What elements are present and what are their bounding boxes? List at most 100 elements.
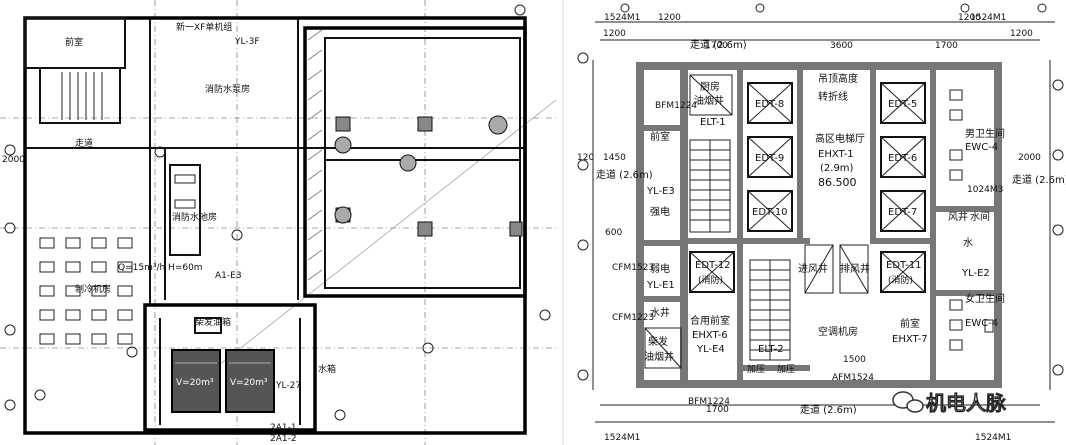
- hatch-strip: [307, 29, 323, 281]
- door-afm1524: AFM1524: [832, 373, 874, 383]
- women-code: EWC-4: [965, 318, 998, 329]
- shared-code: EHXT-6: [692, 330, 728, 341]
- fire-elev-left: EDT-12: [695, 260, 731, 271]
- anteroom-right-code: EHXT-7: [892, 334, 928, 345]
- weak-code: YL-E1: [646, 280, 675, 291]
- stair-2-label: ELT-2: [758, 344, 784, 355]
- label-corridor: 走道: [75, 137, 93, 149]
- water-room: 水间: [970, 210, 990, 223]
- dim-600: 600: [605, 228, 622, 238]
- anteroom-right: 前室: [900, 317, 920, 330]
- stair-symbol: [61, 72, 103, 120]
- label-anteroom: 前室: [65, 36, 83, 48]
- watermark: 机电人脉: [892, 391, 1007, 415]
- fire-elev-right: EDT-11: [886, 260, 922, 271]
- elevator-shafts-left: [747, 82, 793, 232]
- door-1024m3: 1024M3: [967, 185, 1003, 195]
- axis-bubbles-right: [577, 3, 1064, 381]
- label-pump-room: 消防水泵房: [205, 83, 250, 95]
- right-floor-plan: 1524M1 1200 3600 1200 1524M1 1524M1 1524…: [570, 0, 1066, 445]
- ceiling-note-1: 吊顶高度: [818, 72, 858, 85]
- yl-e2: YL-E2: [961, 268, 990, 279]
- dim-side-3: 1200: [1010, 29, 1033, 39]
- shared-yl: YL-E4: [696, 344, 725, 355]
- label-fan: 新一XF单机组: [176, 21, 232, 33]
- elevator-10: EDT-10: [752, 207, 788, 218]
- door-bfm1224-a: BFM1224: [655, 101, 697, 111]
- label-tag-b: A1-E3: [215, 271, 242, 281]
- pressurize-2: 加压: [777, 364, 795, 375]
- gen-flue-2: 油烟井: [644, 350, 674, 363]
- air-exhaust: 排风井: [840, 262, 870, 275]
- dim-side-0: 1200: [603, 29, 626, 39]
- dim-1500: 1500: [843, 355, 866, 365]
- left-floor-plan: 前室 消防水泵房 走道 制冷机房 消防水池房 柴发油箱 水箱 新一XF单机组 Y…: [0, 0, 557, 445]
- elevator-6: EDT-6: [888, 153, 917, 164]
- stair-1-label: ELT-1: [700, 117, 726, 128]
- dim-side-2: 1700: [935, 41, 958, 51]
- shared-anteroom: 合用前室: [690, 314, 730, 327]
- pressurize-1: 加压: [747, 364, 765, 375]
- weak-elec: 弱电: [650, 262, 670, 275]
- elevator-8: EDT-8: [755, 99, 784, 110]
- dim-top-2: 3600: [830, 41, 853, 51]
- dim-top-3: 1200: [958, 13, 981, 23]
- anteroom-left: 前室: [650, 130, 670, 143]
- chiller-units: [39, 237, 133, 345]
- hall-code: EHXT-1: [818, 149, 854, 160]
- dim-1700: 1700: [706, 405, 729, 415]
- restroom-fixtures: [949, 89, 994, 351]
- kitchen-shaft-2: 油烟井: [694, 94, 724, 107]
- water-well: 水井: [650, 306, 670, 319]
- dim-1450: 1450: [603, 153, 626, 163]
- dim-bottom-left: 1524M1: [604, 433, 640, 443]
- watermark-text: 机电人脉: [926, 391, 1007, 415]
- yl-e3: YL-E3: [646, 186, 675, 197]
- wind-shaft: 风井: [948, 210, 968, 223]
- women-wc: 女卫生间: [965, 292, 1005, 305]
- hall-name: 高区电梯厅: [815, 132, 865, 145]
- label-tag-e: 2A1-2: [270, 434, 297, 444]
- elevator-7: EDT-7: [888, 207, 917, 218]
- stair-2: [749, 259, 791, 361]
- hall-height: (2.9m): [820, 163, 854, 174]
- elevator-shafts-right: [880, 82, 926, 232]
- dim-side-1: 1700: [705, 41, 728, 51]
- label-tank-v1: V=20m³: [176, 378, 214, 388]
- water-tanks: [171, 349, 275, 413]
- corridor-bottom: 走道 (2.6m): [800, 403, 857, 416]
- corridor-left: 走道 (2.6m): [596, 168, 653, 181]
- fire-elev-right-note: (消防): [888, 274, 913, 286]
- label-tag-c: YL-27: [275, 381, 301, 391]
- label-pump-spec: Q=15m³/h H=60m: [118, 263, 203, 273]
- label-fire-pool-room: 消防水池房: [172, 211, 217, 223]
- dim-2000: 2000: [1018, 153, 1041, 163]
- kitchen-shaft-1: 厨房: [700, 80, 720, 93]
- dim-top-0: 1524M1: [604, 13, 640, 23]
- men-code: EWC-4: [965, 142, 998, 153]
- hall-elev: 86.500: [818, 176, 857, 189]
- strong-elec: 强电: [650, 205, 670, 218]
- door-cfm1523: CFM1523: [612, 263, 654, 273]
- label-cooling-room: 制冷机房: [75, 283, 111, 295]
- corridor-top: 走道 (2.6m): [690, 38, 747, 51]
- corridor-right: 走道 (2.6m): [1012, 173, 1066, 186]
- dim-top-1: 1200: [658, 13, 681, 23]
- dim-120: 120: [577, 153, 594, 163]
- men-wc: 男卫生间: [965, 127, 1005, 140]
- air-in: 进风井: [798, 262, 828, 275]
- label-generator-tank: 柴发油箱: [195, 316, 231, 328]
- dim-bottom-right: 1524M1: [975, 433, 1011, 443]
- label-water-tank: 水箱: [318, 363, 336, 375]
- label-tank-v2: V=20m³: [230, 378, 268, 388]
- water: 水: [963, 237, 973, 249]
- label-dim-2000: 2000: [2, 155, 25, 165]
- stair-1: [689, 139, 731, 233]
- door-cfm1223: CFM1223: [612, 313, 654, 323]
- elevator-5: EDT-5: [888, 99, 917, 110]
- ceiling-note-2: 转折线: [818, 90, 848, 103]
- column-markers: [334, 115, 523, 237]
- ac-room: 空调机房: [818, 325, 858, 338]
- axis-bubbles: [4, 4, 551, 421]
